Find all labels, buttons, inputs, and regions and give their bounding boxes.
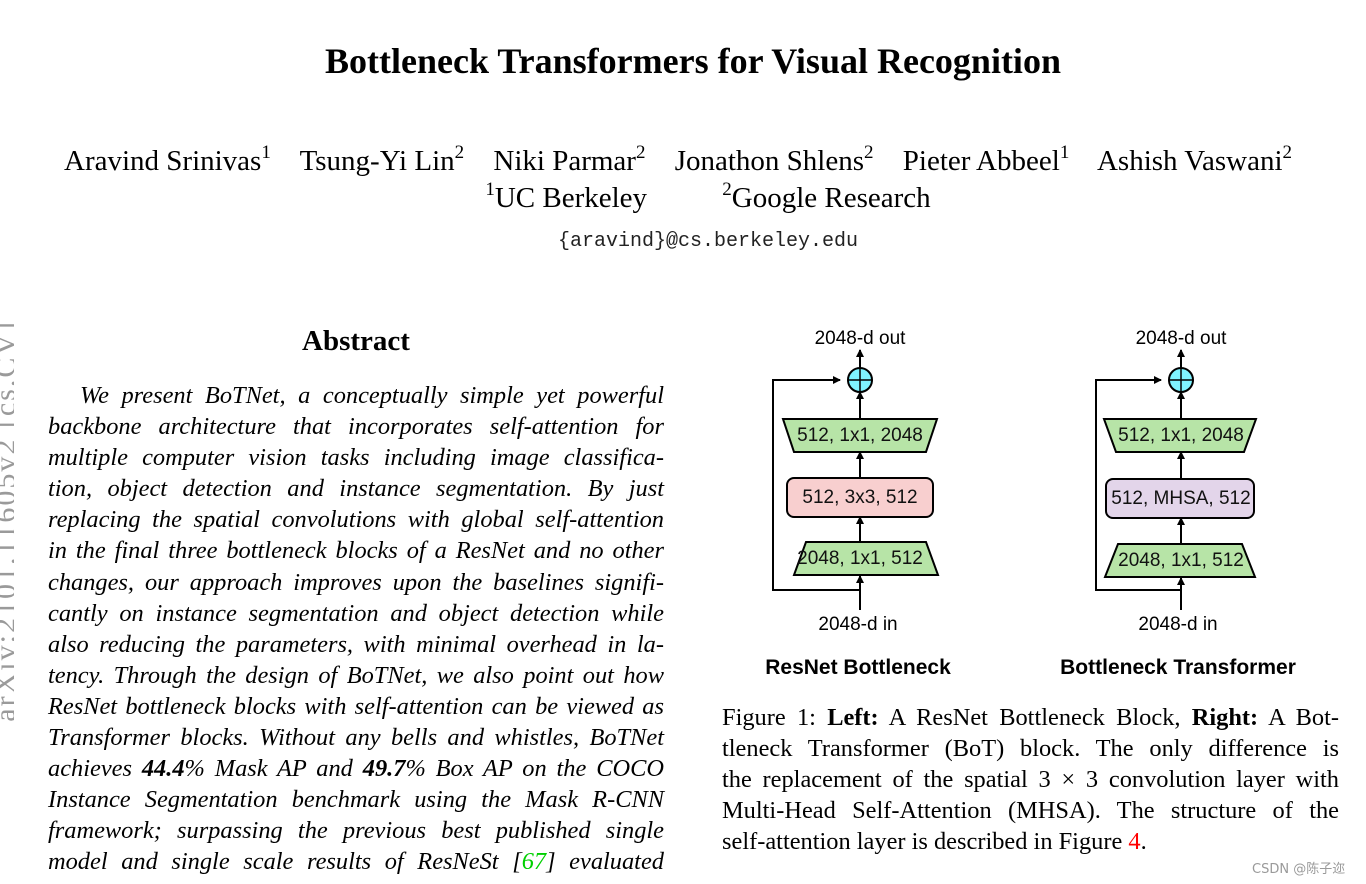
affiliation: 1UC Berkeley	[485, 179, 648, 214]
abstract-line: framework; surpassing the previous best …	[48, 817, 664, 845]
author: Niki Parmar2	[493, 142, 646, 177]
abstract-line: also reducing the parameters, with minim…	[48, 630, 664, 658]
resnet-bottleneck-title: ResNet Bottleneck	[765, 656, 951, 679]
abstract-body: We present BoTNet, a conceptually simple…	[48, 380, 664, 878]
caption-line: tleneck Transformer (BoT) block. The onl…	[722, 735, 1339, 762]
author-list: Aravind Srinivas1 Tsung-Yi Lin2 Niki Par…	[64, 142, 1293, 178]
abstract-line: tion, object detection and instance segm…	[48, 475, 664, 503]
figure-1: 2048-d out 512, 1x1, 2048 512, 3x3, 512 …	[720, 320, 1360, 690]
affiliation-list: 1UC Berkeley 2Google Research	[0, 179, 1366, 215]
bot-top-conv-block: 512, 1x1, 2048	[1118, 425, 1244, 446]
bottleneck-transformer-diagram	[1095, 349, 1258, 610]
box-ap-value: 49.7	[362, 755, 406, 783]
caption-line: the replacement of the spatial 3 × 3 con…	[722, 766, 1339, 793]
resnet-bottleneck-diagram	[772, 349, 940, 610]
abstract-line: backbone architecture that incorporates …	[48, 413, 664, 441]
figure-4-link[interactable]: 4	[1128, 828, 1141, 855]
abstract-line-results: achieves 44.4% Mask AP and 49.7% Box AP …	[48, 755, 664, 783]
abstract-line: Transformer blocks. Without any bells an…	[48, 724, 664, 752]
abstract-line: cantly on instance segmentation and obje…	[48, 599, 664, 627]
caption-line: Figure 1: Left: A ResNet Bottleneck Bloc…	[722, 704, 1339, 731]
resnet-bottom-conv-block: 2048, 1x1, 512	[797, 548, 923, 569]
abstract-line: in the final three bottleneck blocks of …	[48, 537, 664, 565]
abstract-line: replacing the spatial convolutions with …	[48, 506, 664, 534]
resnet-input-label: 2048-d in	[818, 614, 898, 635]
author: Aravind Srinivas1	[64, 142, 271, 177]
author: Ashish Vaswani2	[1096, 142, 1293, 177]
bot-input-label: 2048-d in	[1138, 614, 1218, 635]
figure-1-diagram	[772, 349, 1258, 610]
bot-output-label: 2048-d out	[1135, 328, 1227, 349]
abstract-heading: Abstract	[302, 325, 410, 357]
arxiv-id-text: arXiv:2101.11605v2 [cs.CV]	[0, 320, 14, 722]
author-email: {aravind}@cs.berkeley.edu	[557, 230, 859, 253]
author: Tsung-Yi Lin2	[299, 142, 465, 177]
abstract-line: multiple computer vision tasks including…	[48, 444, 664, 472]
affiliation: 2Google Research	[722, 179, 931, 214]
resnet-top-conv-block: 512, 1x1, 2048	[797, 425, 923, 446]
abstract-line: Instance Segmentation benchmark using th…	[48, 786, 664, 814]
paper-title: Bottleneck Transformers for Visual Recog…	[325, 41, 1061, 81]
arxiv-margin-stamp: arXiv:2101.11605v2 [cs.CV]	[0, 320, 14, 884]
resnet-mid-conv-block: 512, 3x3, 512	[802, 487, 918, 508]
caption-line: self-attention layer is described in Fig…	[722, 828, 1147, 855]
resnet-output-label: 2048-d out	[814, 328, 906, 349]
bot-bottom-conv-block: 2048, 1x1, 512	[1118, 550, 1244, 571]
abstract-line: changes, our approach improves upon the …	[48, 568, 664, 596]
bottleneck-transformer-title: Bottleneck Transformer	[1060, 656, 1296, 679]
abstract-line-citation: model and single scale results of ResNeS…	[48, 848, 664, 876]
abstract-line: ResNet bottleneck blocks with self-atten…	[48, 692, 664, 720]
abstract-line: We present BoTNet, a conceptually simple…	[80, 382, 664, 409]
caption-line: Multi-Head Self-Attention (MHSA). The st…	[722, 797, 1339, 824]
mask-ap-value: 44.4	[141, 755, 185, 783]
csdn-watermark: CSDN @陈子迩	[1252, 862, 1346, 877]
figure-1-caption: Figure 1: Left: A ResNet Bottleneck Bloc…	[722, 702, 1339, 857]
bot-mhsa-block: 512, MHSA, 512	[1111, 488, 1251, 509]
abstract-line: tency. Through the design of BoTNet, we …	[48, 661, 664, 689]
author: Pieter Abbeel1	[902, 142, 1070, 177]
author: Jonathon Shlens2	[674, 142, 874, 177]
citation-link-67[interactable]: 67	[521, 848, 547, 876]
